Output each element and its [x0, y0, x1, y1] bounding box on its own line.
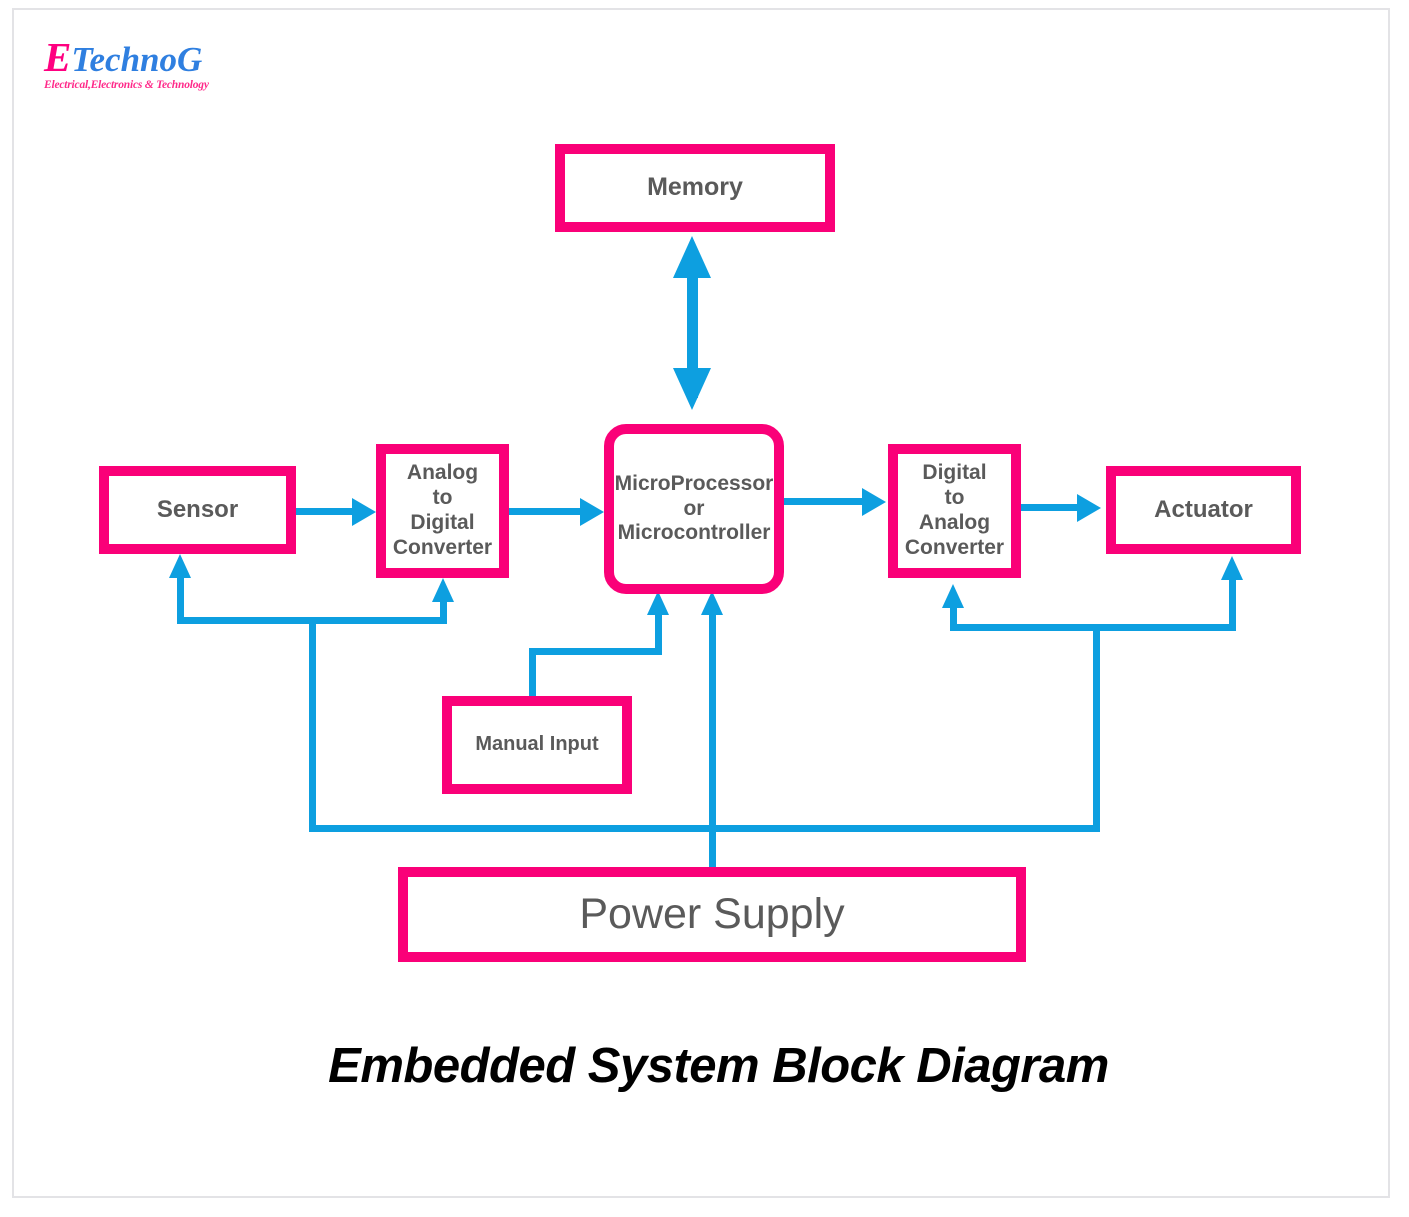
etechnog-logo: ETechnoG Electrical,Electronics & Techno…: [44, 37, 234, 98]
logo-tagline: Electrical,Electronics & Technology: [44, 79, 209, 91]
block-power-supply-label: Power Supply: [579, 890, 845, 939]
wire-power-right-drop: [1093, 624, 1100, 832]
wire-sensor-adc: [296, 508, 360, 515]
arrowhead-adc-mpu: [580, 498, 604, 526]
wire-power-to-sensor: [177, 578, 184, 620]
wire-power-left-drop: [309, 617, 316, 832]
arrowhead-power-actuator: [1221, 556, 1243, 580]
block-sensor-label: Sensor: [156, 495, 239, 523]
block-manual-input[interactable]: Manual Input: [442, 696, 632, 794]
block-power-supply[interactable]: Power Supply: [398, 867, 1026, 962]
wire-adc-mpu: [509, 508, 587, 515]
block-manual-input-label: Manual Input: [475, 733, 599, 756]
block-microprocessor-or-microcontroller[interactable]: MicroProcessor or Microcontroller: [604, 424, 784, 594]
block-actuator-label: Actuator: [1154, 495, 1253, 523]
wire-manual-riser: [529, 648, 536, 698]
logo-name: TechnoG: [71, 40, 203, 79]
block-analog-to-digital-converter[interactable]: Analog to Digital Converter: [376, 444, 509, 578]
logo-initial: E: [44, 34, 72, 80]
arrowhead-power-mpu: [701, 591, 723, 615]
wire-power-to-adc: [440, 602, 447, 620]
arrowhead-power-adc: [432, 578, 454, 602]
block-mpu-label: MicroProcessor or Microcontroller: [614, 471, 774, 545]
wire-manual-horizontal: [529, 648, 662, 655]
arrowhead-manual-mpu: [647, 591, 669, 615]
wire-memory-mpu: [687, 256, 698, 398]
wire-manual-to-mpu: [655, 615, 662, 653]
block-memory-label: Memory: [647, 173, 743, 202]
wire-mpu-dac: [784, 498, 864, 505]
arrowhead-mpu-down: [673, 368, 711, 410]
diagram-caption: Embedded System Block Diagram: [328, 1039, 1109, 1093]
block-adc-label: Analog to Digital Converter: [392, 461, 493, 559]
logo-wordmark: ETechnoG: [44, 37, 234, 79]
arrowhead-power-dac: [942, 584, 964, 608]
arrowhead-memory-up: [673, 236, 711, 278]
arrowhead-dac-actuator: [1077, 494, 1101, 522]
block-memory[interactable]: Memory: [555, 144, 835, 232]
wire-power-to-dac: [950, 608, 957, 626]
block-sensor[interactable]: Sensor: [99, 466, 296, 554]
page-frame: ETechnoG Electrical,Electronics & Techno…: [12, 8, 1390, 1198]
wire-power-bus: [309, 825, 1100, 832]
wire-power-to-actuator: [1229, 580, 1236, 626]
block-dac-label: Digital to Analog Converter: [904, 461, 1005, 559]
arrowhead-power-sensor: [169, 554, 191, 578]
arrowhead-mpu-dac: [862, 488, 886, 516]
block-actuator[interactable]: Actuator: [1106, 466, 1301, 554]
wire-dac-actuator: [1021, 504, 1085, 511]
wire-power-to-mpu: [709, 615, 716, 870]
block-digital-to-analog-converter[interactable]: Digital to Analog Converter: [888, 444, 1021, 578]
arrowhead-sensor-adc: [352, 498, 376, 526]
